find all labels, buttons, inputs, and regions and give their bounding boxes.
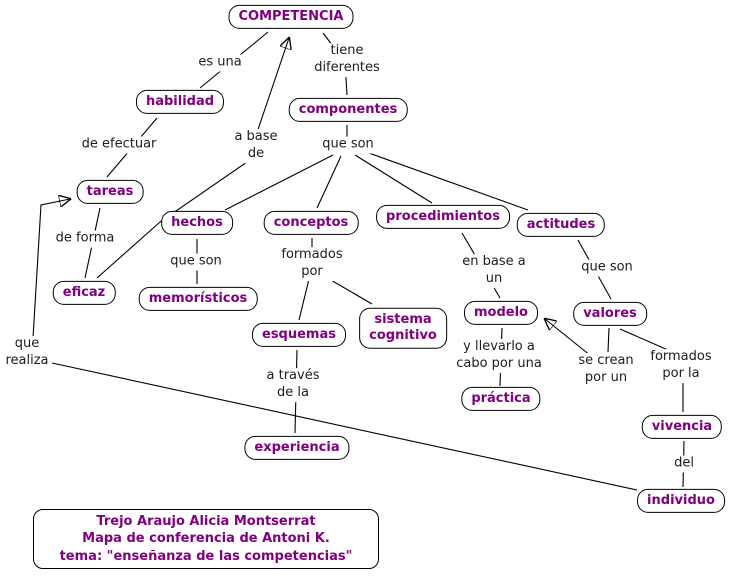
- link-label-es-una: es una: [196, 54, 244, 72]
- node-experiencia[interactable]: experiencia: [244, 435, 350, 461]
- node-actitudes[interactable]: actitudes: [516, 212, 606, 238]
- link-label-formados-por-la: formados por la: [648, 349, 714, 383]
- link-label-del: del: [672, 455, 696, 473]
- node-conceptos[interactable]: conceptos: [263, 210, 359, 236]
- link-label-y-llevarlo-a-cabo: y llevarlo a cabo por una: [454, 339, 544, 373]
- node-sistema-cognitivo[interactable]: sistema cognitivo: [359, 307, 447, 349]
- node-modelo[interactable]: modelo: [464, 300, 538, 326]
- node-hechos[interactable]: hechos: [161, 210, 233, 236]
- credit-box: Trejo Araujo Alicia Montserrat Mapa de c…: [33, 509, 379, 569]
- link-label-de-forma: de forma: [53, 230, 117, 248]
- link-label-de-efectuar: de efectuar: [79, 136, 159, 154]
- node-esquemas[interactable]: esquemas: [252, 322, 346, 348]
- link-label-se-crean-por-un: se crean por un: [576, 353, 636, 387]
- node-procedimientos[interactable]: procedimientos: [376, 204, 510, 230]
- link-label-que-son-hechos: que son: [168, 253, 224, 271]
- node-valores[interactable]: valores: [573, 301, 647, 327]
- link-label-que-realiza: que realiza: [3, 336, 51, 370]
- link-label-a-base-de: a base de: [232, 129, 280, 163]
- node-eficaz[interactable]: eficaz: [52, 280, 116, 306]
- link-label-tiene-diferentes: tiene diferentes: [312, 43, 382, 77]
- node-tareas[interactable]: tareas: [76, 179, 144, 205]
- node-competencia[interactable]: COMPETENCIA: [228, 4, 354, 30]
- credit-author: Trejo Araujo Alicia Montserrat: [96, 514, 316, 530]
- node-practica[interactable]: práctica: [461, 386, 541, 412]
- link-label-formados-por: formados por: [279, 247, 345, 281]
- node-componentes[interactable]: componentes: [288, 97, 408, 123]
- node-memoristicos[interactable]: memorísticos: [138, 286, 258, 312]
- node-individuo[interactable]: individuo: [637, 488, 725, 514]
- credit-topic: tema: "enseñanza de las competencias": [59, 548, 353, 564]
- link-label-en-base-a-un: en base a un: [460, 254, 528, 288]
- node-vivencia[interactable]: vivencia: [641, 414, 723, 440]
- link-label-que-son-componentes: que son: [320, 136, 376, 154]
- link-label-que-son-actitudes: que son: [579, 259, 635, 277]
- credit-map-source: Mapa de conferencia de Antoni K.: [82, 531, 330, 547]
- node-habilidad[interactable]: habilidad: [135, 89, 225, 115]
- link-label-a-traves-de-la: a través de la: [264, 368, 322, 402]
